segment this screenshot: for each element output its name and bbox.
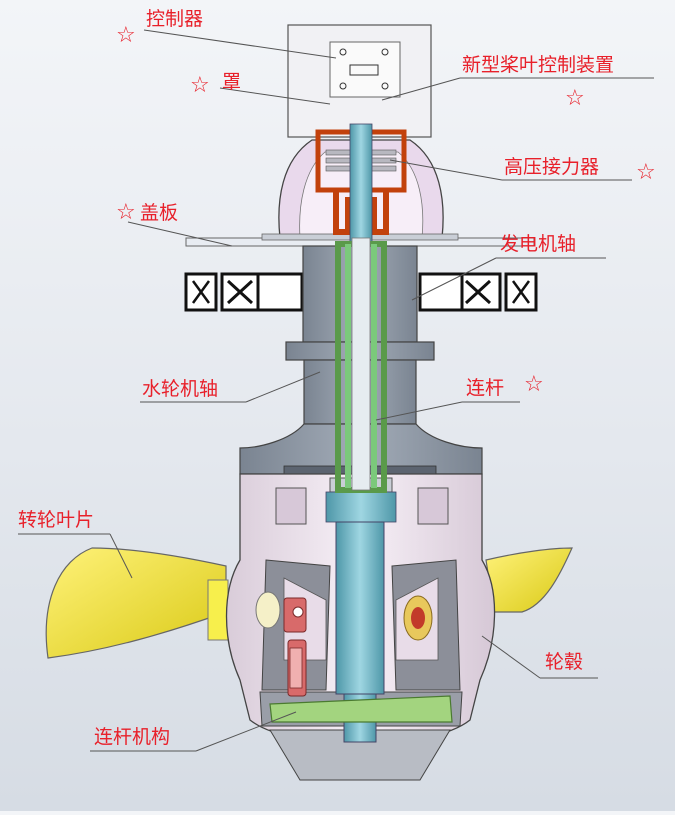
linkage-mechanism <box>269 597 453 723</box>
runner-blade-left <box>45 547 229 659</box>
label-linkage-mechanism: 连杆机构 <box>94 726 171 748</box>
label-connecting-rod: 连杆 <box>466 377 505 399</box>
star-controller-icon: ☆ <box>116 23 136 48</box>
label-cover-plate: 盖板 <box>140 202 179 224</box>
stator-windings <box>184 272 538 312</box>
label-hub: 轮毂 <box>545 651 584 673</box>
star-connecting-rod-icon: ☆ <box>524 372 544 397</box>
label-hv-contactor: 高压接力器 <box>504 156 600 178</box>
turbine-main-shaft <box>335 521 385 743</box>
label-turbine-shaft: 水轮机轴 <box>142 378 219 400</box>
label-cover: 罩 <box>222 71 242 93</box>
leader-lines <box>18 29 654 752</box>
label-controller: 控制器 <box>146 8 204 30</box>
star-cover-icon: ☆ <box>190 73 210 98</box>
label-runner-blade: 转轮叶片 <box>18 509 95 531</box>
star-cover-plate-icon: ☆ <box>116 200 136 225</box>
controller-box <box>287 24 432 138</box>
star-hv-contactor-icon: ☆ <box>636 160 656 185</box>
label-new-blade-control: 新型桨叶控制装置 <box>462 54 615 76</box>
runner-blade-right <box>485 547 573 613</box>
connecting-rod <box>345 244 377 488</box>
generator-shaft <box>335 123 387 493</box>
label-generator-shaft: 发电机轴 <box>500 233 577 255</box>
star-new-blade-control-icon: ☆ <box>565 86 585 111</box>
